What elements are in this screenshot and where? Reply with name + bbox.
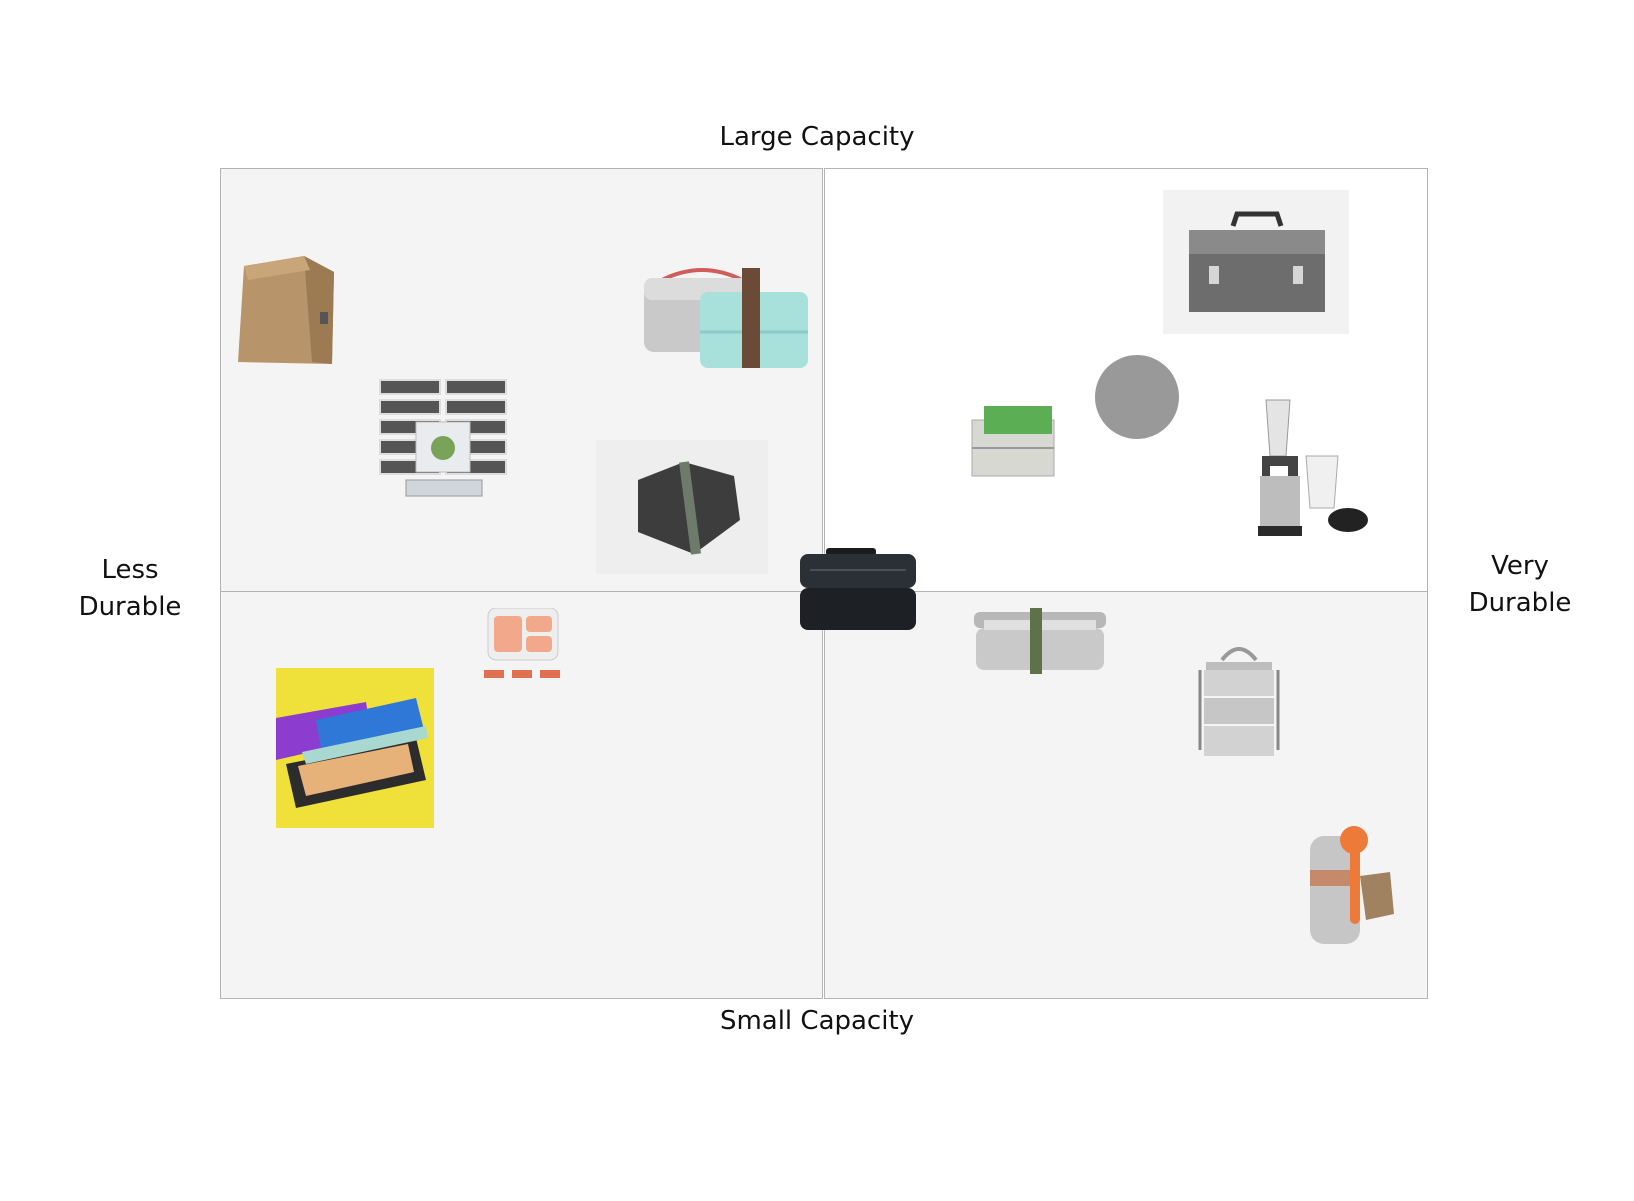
very-durable-line1: Very (1491, 551, 1549, 581)
paper-lunch-bag-icon (234, 246, 342, 368)
less-durable-line2: Durable (78, 592, 182, 622)
very-durable-line2: Durable (1468, 588, 1572, 618)
metal-lunchbox-icon (1163, 190, 1349, 334)
black-bento-box-icon (796, 548, 920, 634)
steel-box-with-strap-icon (970, 606, 1118, 684)
very-durable-label: Very Durable (1440, 548, 1600, 622)
food-flask-icon (1306, 820, 1396, 950)
dark-pouch-icon (596, 440, 768, 574)
less-durable-line1: Less (101, 555, 159, 585)
tiffin-carrier-icon (1194, 640, 1284, 768)
tiered-steel-box-icon (966, 400, 1060, 484)
less-durable-label: Less Durable (50, 552, 210, 626)
meal-prep-containers-icon (376, 372, 512, 502)
sandwich-wrap-photo-icon (276, 668, 434, 828)
small-capacity-label: Small Capacity (719, 1006, 915, 1036)
grey-circle-marker (1094, 354, 1180, 440)
compartment-containers-icon (484, 608, 564, 684)
insulated-bag-and-bento-icon (642, 262, 810, 372)
large-capacity-label: Large Capacity (719, 122, 915, 152)
blender-icon (1254, 396, 1374, 542)
